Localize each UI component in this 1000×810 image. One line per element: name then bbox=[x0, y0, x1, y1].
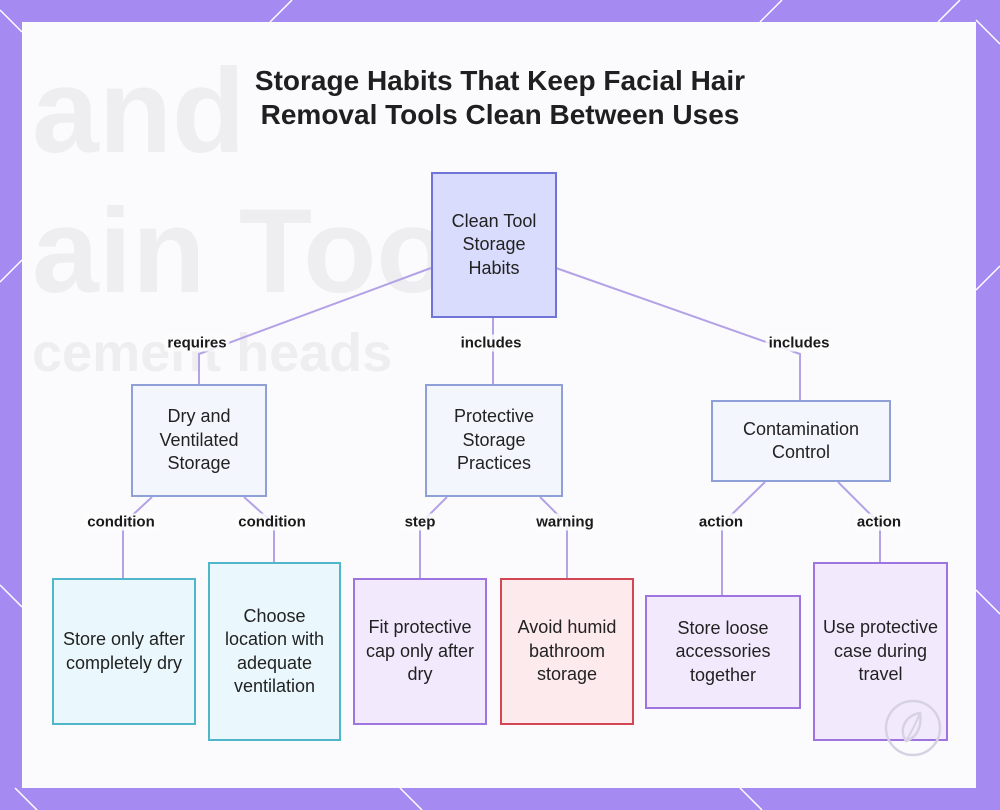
edge-label-action: action bbox=[853, 513, 905, 531]
node-clean-tool-storage-habits: Clean Tool Storage Habits bbox=[431, 172, 557, 318]
edge-label-condition: condition bbox=[235, 513, 309, 531]
edge-label-action: action bbox=[695, 513, 747, 531]
edge-root-dry bbox=[198, 267, 432, 384]
edge-dry-store bbox=[122, 496, 153, 578]
node-contamination-control: Contamination Control bbox=[711, 400, 891, 482]
node-choose-ventilated-location: Choose location with adequate ventilatio… bbox=[208, 562, 341, 741]
node-fit-protective-cap: Fit protective cap only after dry bbox=[353, 578, 487, 725]
edge-label-includes: includes bbox=[457, 334, 525, 352]
leaf-logo-icon bbox=[884, 699, 942, 757]
edge-label-step: step bbox=[401, 513, 439, 531]
edge-label-warning: warning bbox=[533, 513, 597, 531]
edge-root-contamination bbox=[555, 267, 801, 400]
diagram-title: Storage Habits That Keep Facial Hair Rem… bbox=[254, 65, 746, 130]
edge-protective-avoid bbox=[539, 496, 568, 578]
node-use-protective-case: Use protective case during travel bbox=[813, 562, 948, 741]
node-avoid-humid-bathroom: Avoid humid bathroom storage bbox=[500, 578, 634, 725]
edge-label-requires: requires bbox=[164, 334, 230, 352]
node-protective-storage-practices: Protective Storage Practices bbox=[425, 384, 563, 497]
edge-protective-fit bbox=[419, 496, 448, 578]
node-dry-ventilated-storage: Dry and Ventilated Storage bbox=[131, 384, 267, 497]
node-store-loose-accessories: Store loose accessories together bbox=[645, 595, 801, 709]
edge-label-includes: includes bbox=[765, 334, 833, 352]
edge-contamination-loose bbox=[721, 481, 766, 595]
node-store-after-dry: Store only after completely dry bbox=[52, 578, 196, 725]
edge-label-condition: condition bbox=[84, 513, 158, 531]
